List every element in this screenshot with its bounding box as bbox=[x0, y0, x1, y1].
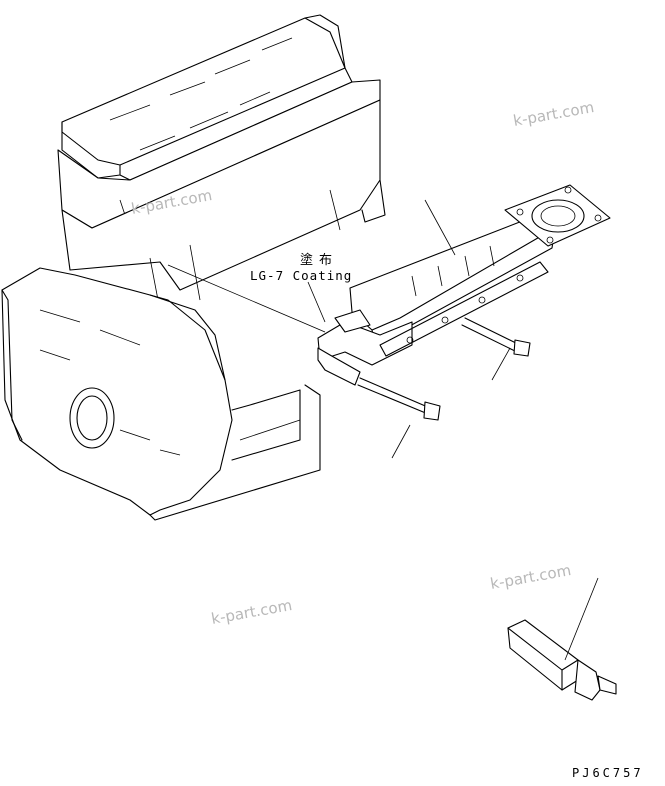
coating-label-english: LG-7 Coating bbox=[250, 268, 353, 283]
engine-block bbox=[1, 14, 386, 521]
coating-label-japanese: 塗布 bbox=[300, 253, 339, 268]
drawing-number: PJ6C757 bbox=[572, 766, 644, 780]
nozzle-part bbox=[507, 577, 617, 701]
pipe-assembly bbox=[307, 184, 611, 459]
